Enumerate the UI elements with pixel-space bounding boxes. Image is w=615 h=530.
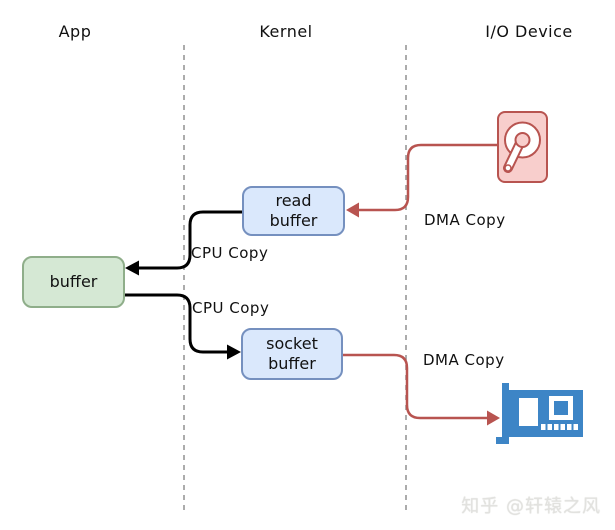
edge-label-dma-copy-bottom: DMA Copy [423, 351, 505, 369]
edge-label-cpu-copy-top: CPU Copy [191, 244, 269, 262]
edge-label-dma-copy-top: DMA Copy [424, 211, 506, 229]
arrowhead-dma-to-read-buffer [346, 202, 359, 218]
arrowhead-cpu-to-socket-buffer [227, 344, 241, 360]
column-header-kernel: Kernel [259, 22, 313, 41]
edge-label-cpu-copy-bottom: CPU Copy [192, 299, 270, 317]
edge-cpu-buffer-to-socket-buffer [125, 293, 228, 354]
nic-edge-connector-pins [541, 424, 578, 430]
nic-bracket [502, 383, 509, 444]
arrowhead-dma-to-nic [487, 410, 500, 426]
node-socket-buffer: socket buffer [241, 328, 343, 380]
node-read-buffer: read buffer [242, 186, 345, 236]
edge-cpu-read-buffer-to-buffer [138, 210, 242, 270]
zhihu-watermark: 知乎 @轩辕之风 [461, 496, 601, 517]
edge-dma-disk-to-read-buffer [358, 143, 498, 212]
network-card-icon [496, 383, 583, 444]
column-header-io-device: I/O Device [485, 22, 573, 41]
nic-chip [549, 396, 573, 420]
disk-arm [505, 140, 523, 171]
edge-dma-socket-buffer-to-nic [343, 353, 487, 420]
disk-hub [514, 132, 531, 148]
node-app-buffer: buffer [22, 256, 125, 308]
disk-arm-pivot [504, 164, 512, 172]
arrowhead-cpu-to-buffer [125, 260, 139, 276]
hard-disk-icon [497, 111, 548, 183]
column-header-app: App [58, 22, 92, 41]
nic-port-cutout [519, 398, 538, 426]
nic-bracket-foot [496, 437, 509, 444]
